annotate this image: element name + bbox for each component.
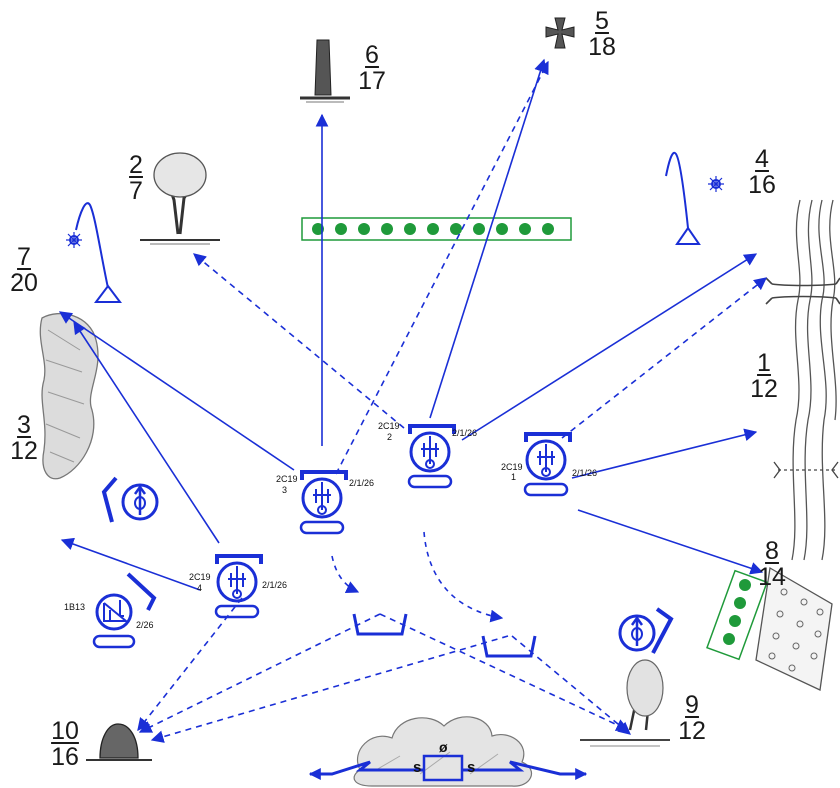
unit-number: 1 xyxy=(511,472,516,482)
landmark-label-10: 10 16 xyxy=(42,718,88,770)
landmark-number: 3 xyxy=(17,411,31,439)
landmark-distance: 16 xyxy=(748,171,776,199)
reserve-fire-lines xyxy=(137,60,768,743)
landmark-label-2: 2 7 xyxy=(118,152,154,204)
fire-lines xyxy=(58,58,764,591)
unit-code: 2C19 xyxy=(378,421,400,431)
rocket-launcher-icon[interactable] xyxy=(101,476,159,523)
landmark-distance: 12 xyxy=(10,437,38,465)
fire-position-icon xyxy=(352,612,408,636)
landmark-number: 1 xyxy=(757,349,771,377)
gun-unit-3[interactable]: 2C19 3 2/1/26 xyxy=(276,470,374,535)
landmark-distance: 7 xyxy=(129,177,143,205)
unit-time: 2/1/26 xyxy=(452,428,477,438)
fire-position-icon xyxy=(481,634,537,658)
landmark-label-8: 8 14 xyxy=(752,538,792,590)
unit-code: 2C19 xyxy=(501,462,523,472)
movement-routes xyxy=(331,531,504,623)
landmark-number: 8 xyxy=(765,537,779,565)
unit-code: 2C19 xyxy=(189,572,211,582)
gun-unit-1[interactable]: 2C19 1 2/1/26 xyxy=(501,432,597,497)
gun-unit-2[interactable]: 2C19 2 2/1/26 xyxy=(378,421,477,489)
mound-icon xyxy=(86,723,152,761)
landmark-number: 10 xyxy=(51,717,79,745)
landmark-distance: 14 xyxy=(758,563,786,591)
landmark-distance: 17 xyxy=(358,67,386,95)
unit-number: 3 xyxy=(282,485,287,495)
landmark-distance: 12 xyxy=(678,717,706,745)
landmark-number: 4 xyxy=(755,145,769,173)
landmark-number: 2 xyxy=(129,151,143,179)
unit-time: 2/1/26 xyxy=(349,478,374,488)
landmark-label-4: 4 16 xyxy=(742,146,782,198)
unit-time: 2/1/26 xyxy=(572,468,597,478)
unit-number: 2 xyxy=(387,432,392,442)
unit-time: 2/26 xyxy=(136,620,154,630)
unit-time: 2/1/26 xyxy=(262,580,287,590)
landmark-label-5: 5 18 xyxy=(582,8,622,60)
unit-number: 4 xyxy=(197,583,202,593)
landmark-distance: 20 xyxy=(10,269,38,297)
minefield-row-icon xyxy=(301,217,572,241)
bridge-icon xyxy=(765,277,840,305)
landmark-distance: 12 xyxy=(750,375,778,403)
chimney-icon xyxy=(300,39,350,103)
gun-unit-4[interactable]: 2C19 4 2/1/26 xyxy=(189,554,287,619)
landmark-label-9: 9 12 xyxy=(672,692,712,744)
river xyxy=(791,199,837,561)
landmark-number: 5 xyxy=(595,7,609,35)
landmark-distance: 16 xyxy=(51,743,79,771)
landmark-label-3: 3 12 xyxy=(4,412,44,464)
rocket-launcher-icon[interactable] xyxy=(618,607,674,654)
landmark-label-7: 7 20 xyxy=(4,244,44,296)
bush-icon xyxy=(580,659,670,747)
forest-edge-icon xyxy=(39,313,99,480)
landmark-number: 9 xyxy=(685,691,699,719)
observer-icon xyxy=(665,151,724,245)
landmark-number: 7 xyxy=(17,243,31,271)
landmark-label-6: 6 17 xyxy=(352,42,392,94)
cross-icon xyxy=(545,17,575,49)
orchard-icon xyxy=(755,566,833,691)
landmark-distance: 18 xyxy=(588,33,616,61)
boundary-line xyxy=(308,754,588,782)
observer-icon xyxy=(66,202,122,303)
tree-icon xyxy=(140,152,220,245)
observation-unit[interactable]: 1B13 2/26 xyxy=(64,572,157,649)
boundary-left-label: s xyxy=(413,759,421,776)
landmark-label-1: 1 12 xyxy=(744,350,784,402)
minefield-column-icon xyxy=(706,569,768,661)
ford-icon xyxy=(773,461,839,479)
landmark-number: 6 xyxy=(365,41,379,69)
boundary-center-label: ø xyxy=(439,739,448,755)
unit-code: 1B13 xyxy=(64,602,85,612)
boundary-right-label: s xyxy=(467,759,475,776)
unit-code: 2C19 xyxy=(276,474,298,484)
